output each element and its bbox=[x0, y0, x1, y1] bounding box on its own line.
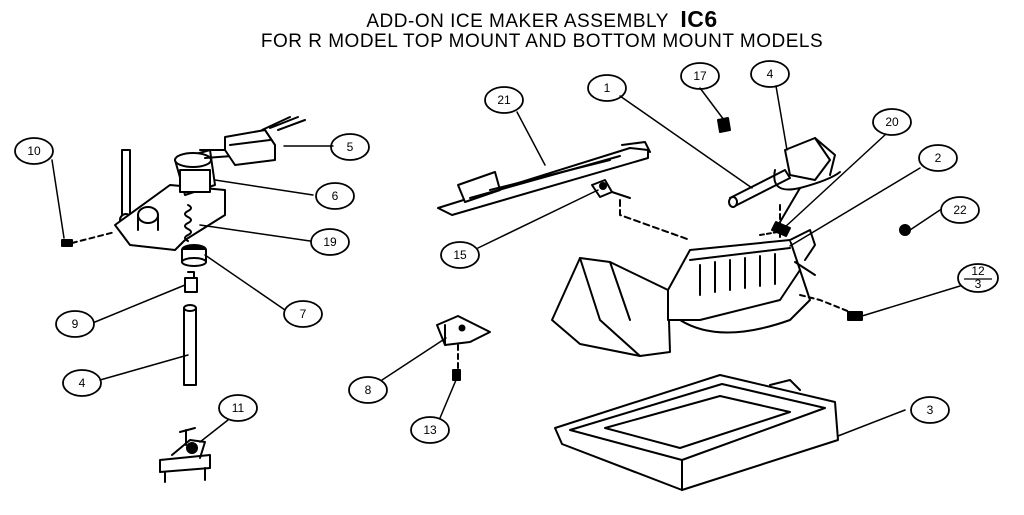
callout-11: 11 bbox=[232, 401, 245, 415]
callout-4-right: 4 bbox=[767, 67, 774, 81]
fill-tube bbox=[183, 304, 197, 386]
ice-maker-mold bbox=[551, 229, 863, 357]
callout-20: 20 bbox=[885, 115, 899, 129]
callout-12: 12 bbox=[971, 264, 985, 278]
water-valve bbox=[159, 427, 211, 483]
ejector-housing bbox=[437, 141, 651, 216]
callout-15: 15 bbox=[453, 248, 467, 262]
callout-17: 17 bbox=[693, 69, 707, 83]
screw-13 bbox=[452, 369, 461, 381]
callout-2: 2 bbox=[935, 151, 942, 165]
tube-fitting bbox=[184, 271, 198, 293]
callout-7: 7 bbox=[300, 307, 307, 321]
screw-22 bbox=[899, 224, 911, 236]
callout-5: 5 bbox=[347, 140, 354, 154]
wire-clip bbox=[591, 179, 691, 241]
retainer-clip bbox=[717, 117, 731, 133]
callout-13: 13 bbox=[423, 423, 437, 437]
callout-21: 21 bbox=[497, 93, 511, 107]
callout-3-small: 3 bbox=[975, 277, 982, 291]
diagram-subtitle: FOR R MODEL TOP MOUNT AND BOTTOM MOUNT M… bbox=[260, 31, 824, 52]
diagram-title: ADD-ON ICE MAKER ASSEMBLY IC6 bbox=[30, 6, 1024, 33]
callout-circles bbox=[14, 60, 999, 444]
callout-9: 9 bbox=[72, 317, 79, 331]
callout-4-left: 4 bbox=[79, 376, 86, 390]
mounting-bracket bbox=[436, 315, 491, 371]
callout-19: 19 bbox=[323, 235, 337, 249]
ice-bin bbox=[554, 374, 839, 491]
callout-22: 22 bbox=[953, 203, 967, 217]
title-line1: ADD-ON ICE MAKER ASSEMBLY bbox=[366, 11, 669, 32]
wire-connector bbox=[224, 116, 306, 166]
callout-10: 10 bbox=[27, 144, 41, 158]
callout-6: 6 bbox=[332, 189, 339, 203]
callout-3: 3 bbox=[927, 403, 934, 417]
leader-lines bbox=[51, 85, 961, 443]
fill-valve-assembly bbox=[61, 149, 233, 267]
callout-8: 8 bbox=[365, 383, 372, 397]
model-code: IC6 bbox=[680, 6, 718, 32]
callout-1: 1 bbox=[604, 81, 611, 95]
fill-cup-heater bbox=[759, 137, 841, 241]
